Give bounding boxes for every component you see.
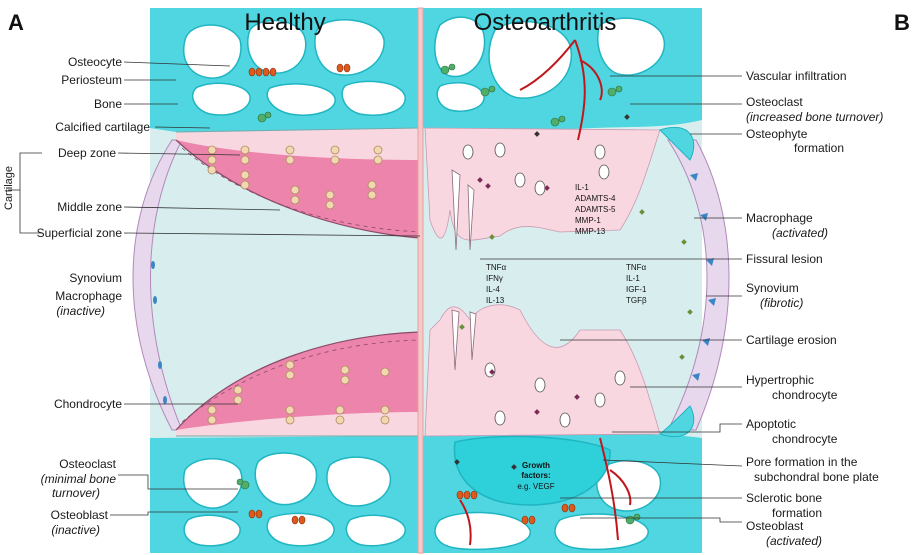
- label-pore-1: Pore formation in the: [746, 455, 858, 469]
- growth-factors-1: Growth: [522, 461, 550, 470]
- mediator-top-4: MMP-13: [575, 227, 606, 236]
- mediator-midleft-2: IL-4: [486, 285, 500, 294]
- label-hypertrophic-2: chondrocyte: [772, 388, 838, 402]
- label-superficial-zone: Superficial zone: [37, 226, 123, 240]
- label-periosteum: Periosteum: [61, 73, 122, 87]
- label-apoptotic-1: Apoptotic: [746, 417, 796, 431]
- label-vascular-infiltration: Vascular infiltration: [746, 69, 847, 83]
- mediator-top-1: ADAMTS-4: [575, 194, 616, 203]
- label-synovium: Synovium: [69, 271, 122, 285]
- label-macrophage: Macrophage: [55, 289, 122, 303]
- label-osteoblast-oa: Osteoblast: [746, 519, 804, 533]
- label-osteoclast-state-1: (minimal bone: [41, 472, 117, 486]
- growth-factors-2: factors:: [521, 471, 550, 480]
- mediator-midright-1: IL-1: [626, 274, 640, 283]
- label-osteoblast: Osteoblast: [51, 508, 109, 522]
- label-macrophage-oa: Macrophage: [746, 211, 813, 225]
- mediator-top-2: ADAMTS-5: [575, 205, 616, 214]
- label-bone: Bone: [94, 97, 122, 111]
- mediator-midleft-0: TNFα: [486, 263, 507, 272]
- growth-factors: Growth factors: e.g. VEGF: [517, 461, 554, 491]
- label-osteoclast: Osteoclast: [59, 457, 116, 471]
- mediator-midright-3: TGFβ: [626, 296, 647, 305]
- mediator-midright-2: IGF-1: [626, 285, 647, 294]
- label-osteophyte-2: formation: [794, 141, 844, 155]
- label-osteoclast-state-2: turnover): [52, 486, 100, 500]
- label-pore-2: subchondral bone plate: [754, 470, 879, 484]
- label-osteoclast-oa: Osteoclast: [746, 95, 803, 109]
- panel-a-letter: A: [8, 10, 24, 35]
- label-deep-zone: Deep zone: [58, 146, 116, 160]
- label-calcified-cartilage: Calcified cartilage: [55, 120, 150, 134]
- label-middle-zone: Middle zone: [57, 200, 122, 214]
- label-apoptotic-2: chondrocyte: [772, 432, 838, 446]
- oa-title: Osteoarthritis: [474, 9, 617, 36]
- label-macrophage-oa-state: (activated): [772, 226, 828, 240]
- label-cartilage-erosion: Cartilage erosion: [746, 333, 837, 347]
- label-sclerotic-1: Sclerotic bone: [746, 491, 822, 505]
- mediator-top-0: IL-1: [575, 183, 589, 192]
- label-osteoblast-oa-state: (activated): [766, 534, 822, 548]
- label-osteoblast-state: (inactive): [51, 523, 100, 537]
- mediator-top-3: MMP-1: [575, 216, 601, 225]
- mediator-midright-0: TNFα: [626, 263, 647, 272]
- panel-b-letter: B: [894, 10, 910, 35]
- label-fissural-lesion: Fissural lesion: [746, 252, 823, 266]
- center-divider: [418, 8, 423, 553]
- label-sclerotic-2: formation: [772, 506, 822, 520]
- mediator-midleft-1: IFNγ: [486, 274, 503, 283]
- healthy-title: Healthy: [244, 9, 325, 36]
- label-macrophage-state: (inactive): [56, 304, 105, 318]
- growth-factors-3: e.g. VEGF: [517, 482, 554, 491]
- label-synovium-oa-state: (fibrotic): [760, 296, 803, 310]
- label-synovium-oa: Synovium: [746, 281, 799, 295]
- label-osteoclast-oa-state: (increased bone turnover): [746, 110, 883, 124]
- label-osteocyte: Osteocyte: [68, 55, 122, 69]
- right-labels: Vascular infiltration Osteoclast (increa…: [746, 69, 883, 548]
- label-cartilage: Cartilage: [3, 166, 15, 210]
- label-chondrocyte: Chondrocyte: [54, 397, 122, 411]
- mediator-midleft-3: IL-13: [486, 296, 505, 305]
- label-osteophyte-1: Osteophyte: [746, 127, 808, 141]
- label-hypertrophic-1: Hypertrophic: [746, 373, 814, 387]
- left-labels: Osteocyte Periosteum Bone Calcified cart…: [3, 55, 150, 537]
